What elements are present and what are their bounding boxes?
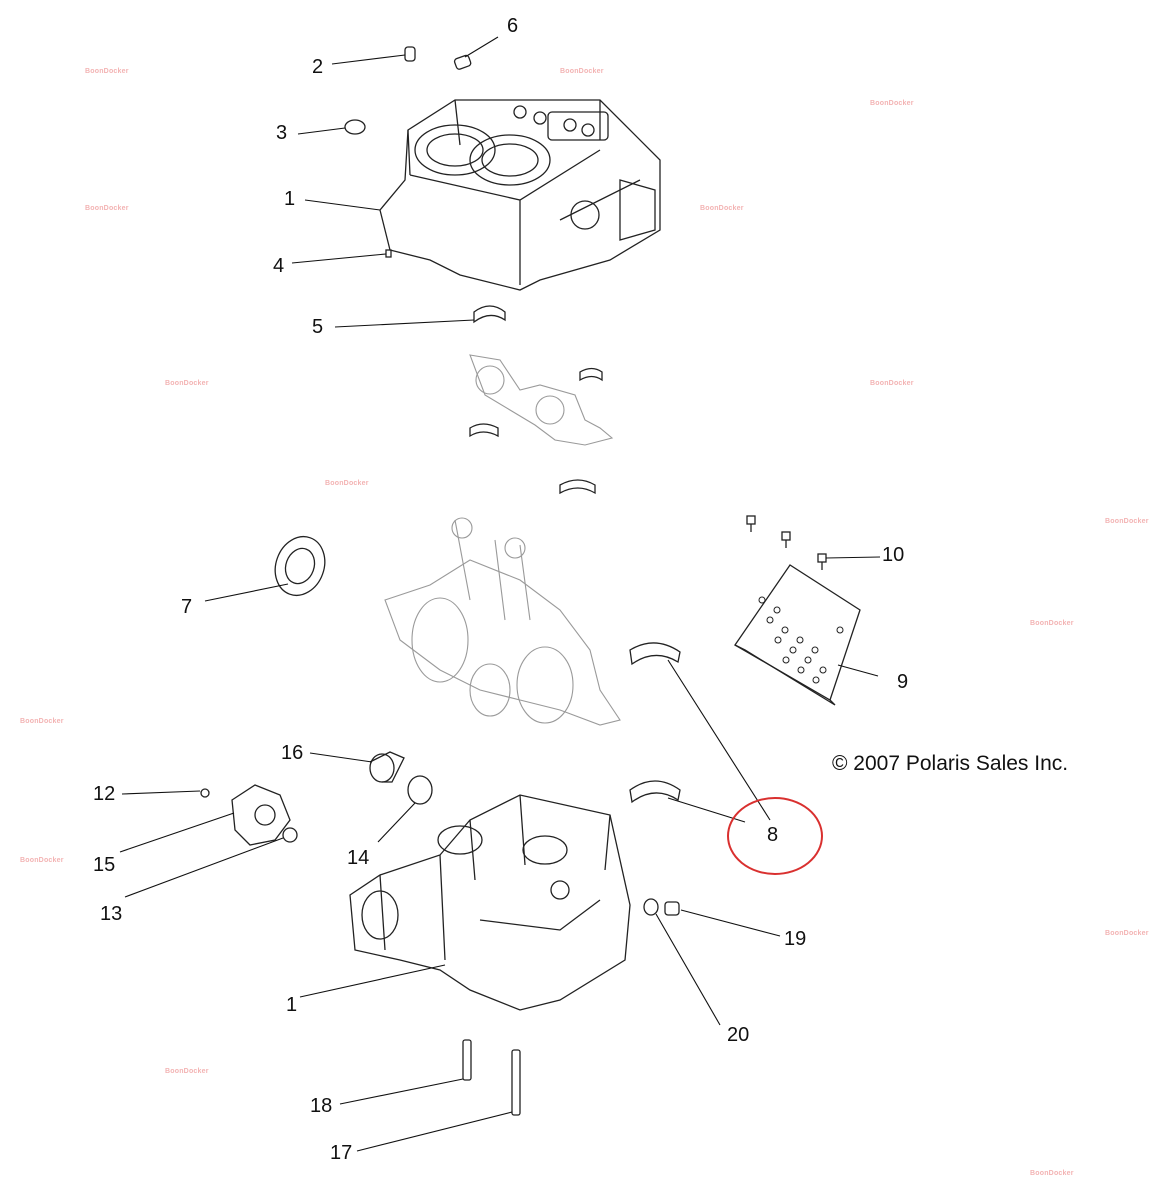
callout-1-upper: 1 [284,188,296,210]
callout-20: 20 [727,1024,750,1046]
watermark: BoonDocker [1030,1170,1074,1177]
bearing-part-5 [473,305,506,324]
callout-12: 12 [93,783,116,805]
watermark: BoonDocker [1030,620,1074,627]
pin-part-4 [385,249,392,258]
dowel-pin-part-2 [404,46,416,62]
o-ring-part-13 [282,827,298,843]
callout-16: 16 [281,742,304,764]
watermark: BoonDocker [165,1068,209,1075]
ring-part-14 [407,775,433,805]
bolt-part-18 [462,1039,472,1081]
callout-7: 7 [181,596,193,618]
watermark: BoonDocker [20,718,64,725]
watermark: BoonDocker [85,205,129,212]
watermark: BoonDocker [325,480,369,487]
callout-8: 8 [767,824,779,846]
watermark: BoonDocker [1105,930,1149,937]
watermark: BoonDocker [1105,518,1149,525]
watermark: BoonDocker [165,380,209,387]
callout-17: 17 [330,1142,353,1164]
highlight-circle [727,797,823,875]
callout-5: 5 [312,316,324,338]
callout-10: 10 [882,544,905,566]
crankshaft-ghost-drawing [384,354,621,726]
upper-crankcase-drawing [379,99,661,291]
callout-13: 13 [100,903,123,925]
bolts-part-10 [746,515,827,570]
pump-cover-part-15 [231,784,291,846]
callout-3: 3 [276,122,288,144]
watermark: BoonDocker [870,380,914,387]
seal-part-7 [274,535,326,597]
callout-15: 15 [93,854,116,876]
bolt-part-12 [200,788,210,798]
callout-1-lower: 1 [286,994,298,1016]
watermark: BoonDocker [870,100,914,107]
dowel-part-6 [453,54,472,70]
bearing-part-8a [629,642,681,666]
sleeve-part-16 [369,751,405,783]
watermark: BoonDocker [85,68,129,75]
watermark: BoonDocker [700,205,744,212]
leader-lines [119,36,881,1152]
callout-6: 6 [507,15,519,37]
callout-2: 2 [312,56,324,78]
callout-18: 18 [310,1095,333,1117]
plug-part-19 [664,901,680,916]
guard-plate-part-9 [734,564,861,706]
callout-9: 9 [897,671,909,693]
watermark: BoonDocker [560,68,604,75]
callout-4: 4 [273,255,285,277]
o-ring-part-3 [344,119,366,135]
watermark: BoonDocker [20,857,64,864]
bearing-part-8b [629,780,681,804]
bolt-part-17 [511,1049,521,1116]
callout-19: 19 [784,928,807,950]
lower-crankcase-drawing [349,794,631,1011]
washer-part-20 [643,898,659,916]
copyright-notice: © 2007 Polaris Sales Inc. [832,752,1069,775]
callout-14: 14 [347,847,370,869]
